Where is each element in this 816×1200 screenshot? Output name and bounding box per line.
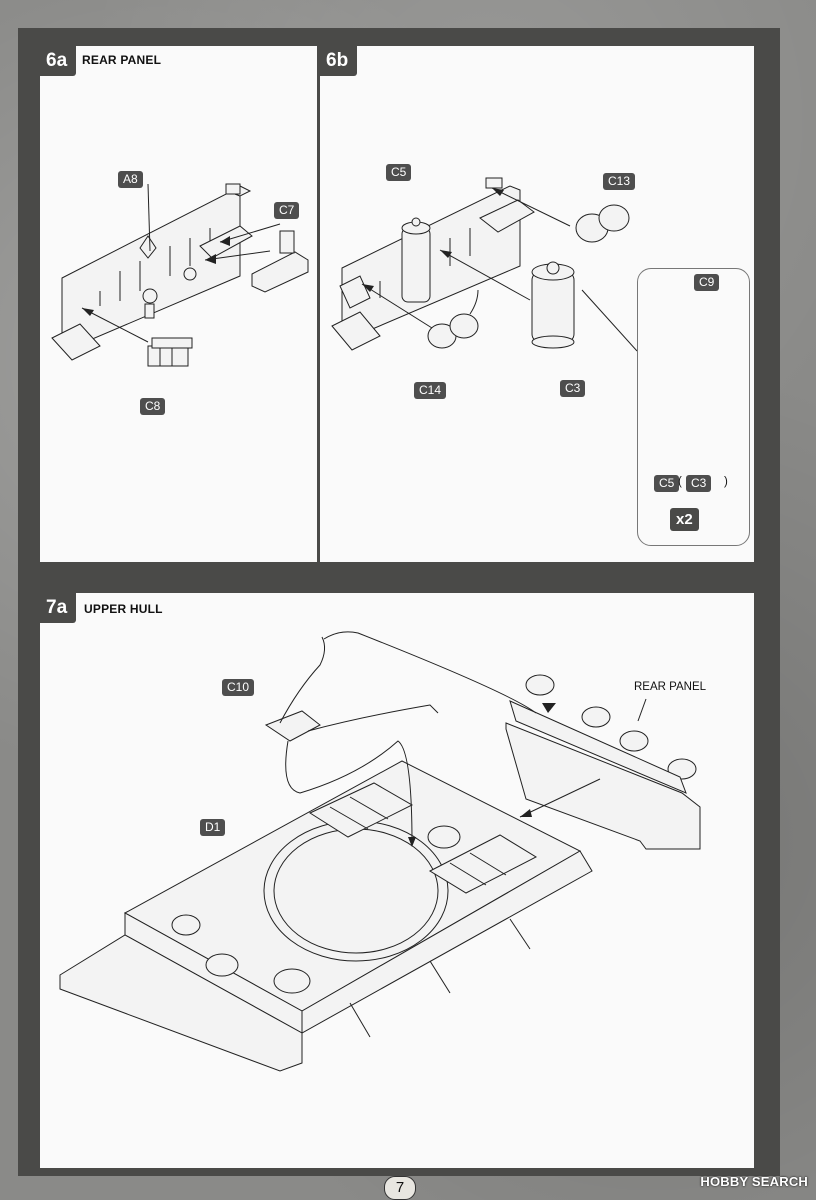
step-number: 6b [320,46,358,76]
part-label-d1: D1 [200,819,226,836]
inset-paren-close: ) [724,476,728,488]
part-label-c10: C10 [222,679,255,696]
page-number: 7 [384,1176,416,1200]
part-label-c13: C13 [603,173,636,190]
quantity-multiplier: x2 [670,508,699,531]
step-6a-panel: 6a REAR PANEL [40,46,317,562]
step-number: 7a [40,593,77,623]
step-7a-panel: 7a UPPER HULL [40,593,754,1168]
detail-inset [637,268,750,546]
rear-panel-drawing [51,183,309,367]
part-label-a8: A8 [118,171,143,188]
part-label-c3: C3 [560,380,586,397]
inset-part-label-c3: C3 [686,475,712,492]
upper-hull-drawing [59,631,701,1072]
step-6b-panel: 6b [320,46,754,562]
step-title: UPPER HULL [84,602,163,616]
part-label-c5: C5 [386,164,412,181]
part-label-c9: C9 [694,274,720,291]
watermark: HOBBY SEARCH [700,1174,808,1189]
rear-panel-label: REAR PANEL [634,681,707,693]
inset-part-label-c5: C5 [654,475,680,492]
part-label-c8: C8 [140,398,166,415]
step-title: REAR PANEL [82,53,162,67]
step-number: 6a [40,46,77,76]
part-label-c7: C7 [274,202,300,219]
part-label-c14: C14 [414,382,447,399]
inset-paren-open: ( [678,476,682,488]
